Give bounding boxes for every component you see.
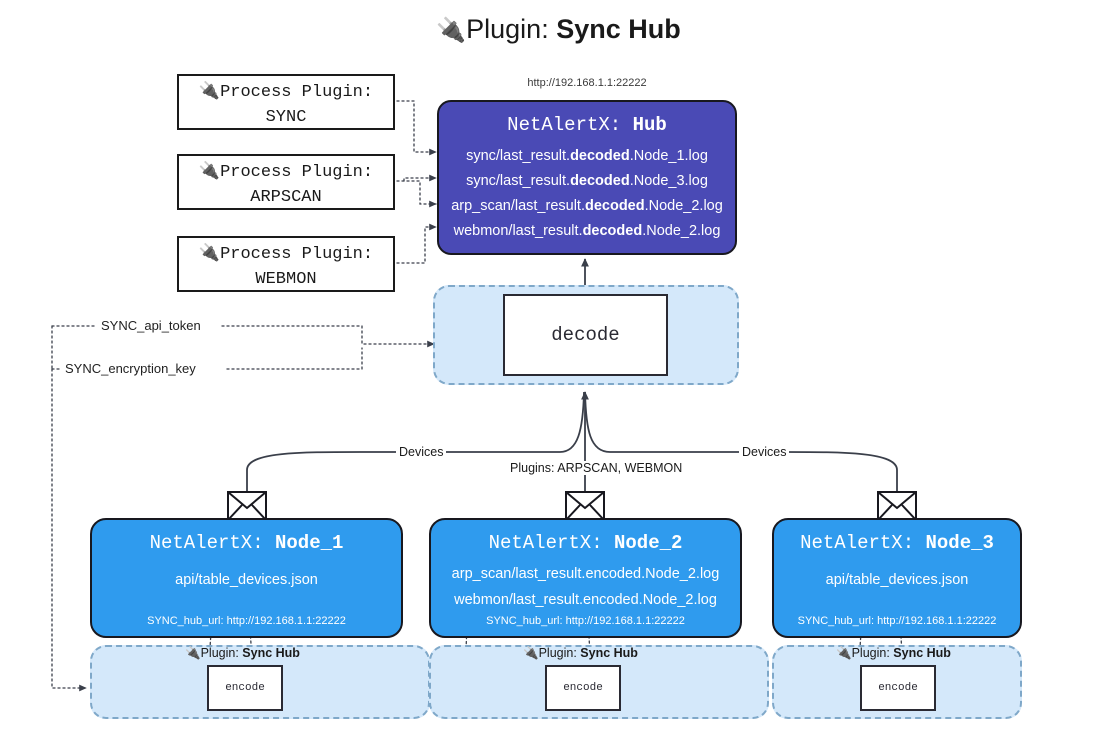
hub-log-lines: sync/last_result.decoded.Node_1.log sync… (439, 144, 735, 244)
wire-enc-key-to-panels (51, 368, 87, 692)
hub-log-line: sync/last_result.decoded.Node_3.log (466, 172, 708, 189)
wire-api-token-to-decode (221, 325, 435, 348)
node-2-lines: arp_scan/last_result.encoded.Node_2.log … (431, 562, 740, 614)
process-plugin-box-arpscan[interactable]: 🔌Process Plugin: ARPSCAN (177, 154, 395, 210)
process-plugin-sync-line1: 🔌Process Plugin: (198, 81, 374, 102)
plug-icon: 🔌 (436, 17, 467, 44)
node-3-lines: api/table_devices.json (774, 568, 1020, 594)
hub-url-label: http://192.168.1.1:22222 (527, 77, 647, 89)
decode-box[interactable]: decode (503, 294, 668, 376)
wire-webmon-to-hub (396, 223, 437, 264)
wire-sync-to-hub (396, 100, 437, 156)
wire-node1-to-decode (246, 391, 585, 492)
node-2-hub-url: SYNC_hub_url: http://192.168.1.1:22222 (486, 615, 685, 627)
envelope-icon (877, 491, 917, 521)
edge-label-left-devices: Devices (396, 445, 447, 459)
plugin-label-node-1: 🔌Plugin: Sync Hub (185, 646, 300, 660)
node-box-node-2[interactable]: NetAlertX: Node_2 arp_scan/last_result.e… (429, 518, 742, 638)
node-1-title: NetAlertX: Node_1 (149, 532, 344, 554)
sync-encryption-key-label: SYNC_encryption_key (62, 361, 199, 376)
node-3-line: api/table_devices.json (825, 572, 969, 588)
plug-icon: 🔌 (198, 243, 221, 262)
wire-enc-key-right (226, 347, 363, 370)
node-3-title: NetAlertX: Node_3 (800, 532, 994, 554)
process-plugin-arpscan-line2: ARPSCAN (250, 187, 322, 207)
plug-icon: 🔌 (523, 646, 539, 660)
process-plugin-arpscan-line1: 🔌Process Plugin: (198, 161, 374, 182)
wire-node3-to-decode (584, 391, 898, 492)
process-plugin-box-sync[interactable]: 🔌Process Plugin: SYNC (177, 74, 395, 130)
envelope-icon (565, 491, 605, 521)
node-2-title: NetAlertX: Node_2 (488, 532, 683, 554)
edge-label-center-plugins: Plugins: ARPSCAN, WEBMON (507, 461, 686, 475)
hub-log-line: sync/last_result.decoded.Node_1.log (466, 148, 708, 164)
hub-log-line: webmon/last_result.decoded.Node_2.log (453, 222, 721, 239)
page-title-prefix: Plugin: (466, 14, 557, 44)
plug-icon: 🔌 (198, 81, 221, 100)
hub-log-line: arp_scan/last_result.decoded.Node_2.log (451, 197, 723, 214)
node-3-hub-url: SYNC_hub_url: http://192.168.1.1:22222 (797, 615, 997, 627)
node-1-line: api/table_devices.json (175, 572, 318, 588)
page-title: 🔌Plugin: Sync Hub (0, 14, 1117, 45)
edge-label-right-devices: Devices (739, 445, 790, 459)
process-plugin-sync-line2: SYNC (265, 107, 307, 127)
node-1-hub-url: SYNC_hub_url: http://192.168.1.1:22222 (147, 615, 346, 627)
process-plugin-webmon-line2: WEBMON (255, 269, 317, 289)
process-plugin-webmon-line1: 🔌Process Plugin: (198, 243, 374, 264)
wire-arpscan-to-hub-b (403, 174, 437, 182)
hub-title: NetAlertX: Hub (507, 114, 667, 136)
plugin-label-node-2: 🔌Plugin: Sync Hub (523, 646, 638, 660)
node-2-line: webmon/last_result.encoded.Node_2.log (454, 591, 717, 608)
envelope-icon (227, 491, 267, 521)
node-box-node-3[interactable]: NetAlertX: Node_3 api/table_devices.json… (772, 518, 1022, 638)
node-box-node-1[interactable]: NetAlertX: Node_1 api/table_devices.json… (90, 518, 403, 638)
process-plugin-box-webmon[interactable]: 🔌Process Plugin: WEBMON (177, 236, 395, 292)
encode-box-node-3[interactable]: encode (860, 665, 936, 711)
node-2-line: arp_scan/last_result.encoded.Node_2.log (451, 566, 720, 582)
plug-icon: 🔌 (836, 646, 852, 660)
page-title-name: Sync Hub (556, 14, 681, 44)
encode-box-node-1[interactable]: encode (207, 665, 283, 711)
wire-arpscan-to-hub (396, 180, 437, 208)
plugin-label-node-3: 🔌Plugin: Sync Hub (836, 646, 951, 660)
plug-icon: 🔌 (198, 161, 221, 180)
encode-box-node-2[interactable]: encode (545, 665, 621, 711)
sync-api-token-label: SYNC_api_token (98, 318, 204, 333)
node-1-lines: api/table_devices.json (92, 568, 401, 594)
plug-icon: 🔌 (185, 646, 201, 660)
hub-box[interactable]: NetAlertX: Hub sync/last_result.decoded.… (437, 100, 737, 255)
